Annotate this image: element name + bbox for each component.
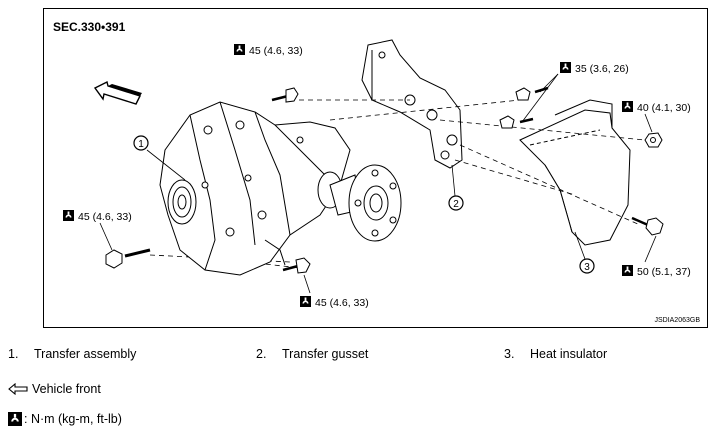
torque-wrench-icon xyxy=(300,296,311,307)
svg-text:50 (5.1, 37): 50 (5.1, 37) xyxy=(637,266,691,278)
legend-number: 2. xyxy=(256,347,267,361)
legend-label: Transfer assembly xyxy=(34,347,137,361)
heat-insulator xyxy=(519,99,631,246)
torque-left: 45 (4.6, 33) xyxy=(63,210,132,251)
note-torque-unit: : N·m (kg-m, ft-lb) xyxy=(8,412,122,426)
torque-insulator-nut: 40 (4.1, 30) xyxy=(622,101,691,133)
torque-wrench-icon xyxy=(622,101,633,112)
torque-insulator-bolt: 50 (5.1, 37) xyxy=(622,235,691,278)
bolt-bottom xyxy=(282,257,311,274)
svg-text:45 (4.6, 33): 45 (4.6, 33) xyxy=(315,297,369,309)
bolt-left xyxy=(105,248,151,269)
callout-2: 2 xyxy=(448,164,464,211)
svg-text:45 (4.6, 33): 45 (4.6, 33) xyxy=(78,211,132,223)
note-vehicle-front-text: Vehicle front xyxy=(32,382,101,396)
legend-label: Heat insulator xyxy=(530,347,608,361)
torque-top: 45 (4.6, 33) xyxy=(234,44,303,57)
bolt-top xyxy=(271,87,299,103)
svg-text:1: 1 xyxy=(138,139,144,150)
note-vehicle-front: Vehicle front xyxy=(8,382,101,396)
torque-gusset: 35 (3.6, 26) xyxy=(521,62,629,123)
diagram-frame xyxy=(43,8,708,328)
bolt-insulator xyxy=(631,216,664,236)
note-torque-unit-text: : N·m (kg-m, ft-lb) xyxy=(24,412,122,426)
callout-1: 1 xyxy=(133,135,186,181)
nut-insulator xyxy=(644,132,663,148)
torque-wrench-icon xyxy=(8,412,22,426)
transfer-assembly xyxy=(159,101,351,276)
legend-item: 1. Transfer assembly xyxy=(8,347,136,361)
torque-wrench-icon xyxy=(560,62,571,73)
legend-item: 2. Transfer gusset xyxy=(256,347,368,361)
torque-bottom: 45 (4.6, 33) xyxy=(300,274,369,309)
bolt-gusset-lower xyxy=(499,115,534,129)
callout-3: 3 xyxy=(574,231,595,274)
front-arrow-icon xyxy=(93,80,142,105)
svg-text:40 (4.1, 30): 40 (4.1, 30) xyxy=(637,102,691,114)
section-label: SEC.330•391 xyxy=(53,20,126,34)
front-arrow-icon xyxy=(8,383,28,395)
svg-text:35 (3.6, 26): 35 (3.6, 26) xyxy=(575,63,629,75)
legend-item: 3. Heat insulator xyxy=(504,347,607,361)
torque-wrench-icon xyxy=(63,210,74,221)
svg-text:3: 3 xyxy=(584,262,590,273)
torque-wrench-icon xyxy=(622,265,633,276)
torque-wrench-icon xyxy=(234,44,245,55)
svg-text:45 (4.6, 33): 45 (4.6, 33) xyxy=(249,45,303,57)
transfer-gusset xyxy=(361,39,463,169)
svg-text:2: 2 xyxy=(453,199,459,210)
output-flange xyxy=(329,164,402,242)
diagram-id: JSDIA2063GB xyxy=(654,317,700,324)
legend-label: Transfer gusset xyxy=(282,347,369,361)
legend-number: 3. xyxy=(504,347,515,361)
legend-number: 1. xyxy=(8,347,19,361)
